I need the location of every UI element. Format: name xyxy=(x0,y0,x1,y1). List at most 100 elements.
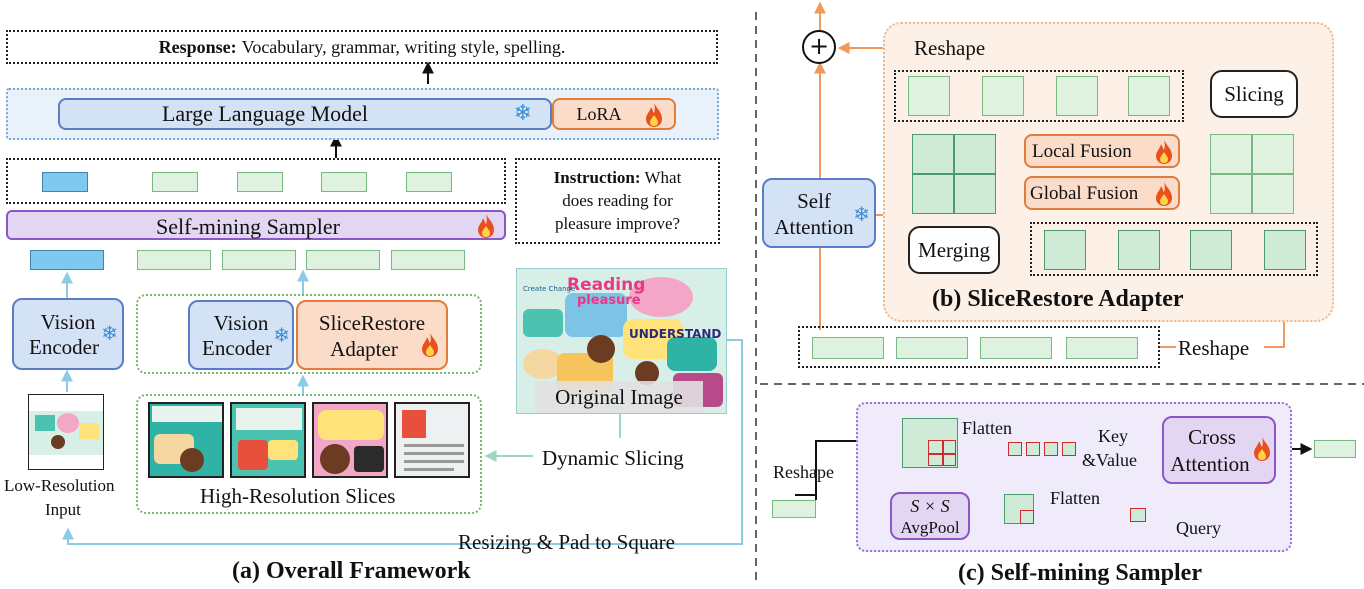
kv-token-3 xyxy=(1044,442,1058,456)
slicing-box: Slicing xyxy=(1210,70,1298,118)
feature-grid-left-4 xyxy=(954,174,996,214)
merge-input-tokens-row xyxy=(1030,222,1318,276)
adapter-input-token-4 xyxy=(1066,337,1138,359)
snowflake-icon: ❄ xyxy=(853,204,870,226)
poster-title-2: pleasure xyxy=(577,293,641,308)
response-text: Vocabulary, grammar, writing style, spel… xyxy=(241,36,566,57)
self-attention-box: Self Attention ❄ xyxy=(762,178,876,248)
reshape-bottom-label: Reshape xyxy=(1178,336,1250,360)
slicerestore-line2: Adapter xyxy=(330,337,398,361)
low-res-label-line2: Input xyxy=(45,500,81,519)
adapter-input-token-1 xyxy=(812,337,884,359)
fire-icon xyxy=(1156,140,1172,164)
flatten-top-label: Flatten xyxy=(962,418,1012,438)
reshape-top-label: Reshape xyxy=(914,36,986,60)
restored-token-2 xyxy=(982,76,1024,116)
local-fusion-box: Local Fusion xyxy=(1024,134,1180,168)
reshape-label: Reshape xyxy=(773,462,834,482)
flatten-bottom-label: Flatten xyxy=(1050,488,1100,508)
high-res-slices-label: High-Resolution Slices xyxy=(200,484,396,508)
feature-grid-right-4 xyxy=(1252,174,1294,214)
query-token xyxy=(1130,508,1146,522)
response-label: Response: xyxy=(158,36,237,57)
slice-encoder-group xyxy=(136,294,482,374)
adapter-input-tokens-row xyxy=(798,326,1160,368)
self-attention-line1: Self xyxy=(797,189,831,213)
instruction-line-2: does reading for xyxy=(562,191,673,210)
response-box: Response: Vocabulary, grammar, writing s… xyxy=(6,30,718,64)
slicing-label: Slicing xyxy=(1224,81,1284,106)
avgpool-line2: AvgPool xyxy=(900,518,960,537)
panel-c-title: (c) Self-mining Sampler xyxy=(958,560,1202,586)
adapter-input-token-3 xyxy=(980,337,1052,359)
restored-token-3 xyxy=(1056,76,1098,116)
lora-box: LoRA xyxy=(552,98,676,130)
high-res-slices-group xyxy=(136,394,482,514)
kv-token-4 xyxy=(1062,442,1076,456)
poster-understand: UNDERSTAND xyxy=(629,327,722,341)
dynamic-slicing-label: Dynamic Slicing xyxy=(542,446,684,470)
feature-grid-left-3 xyxy=(912,174,954,214)
token-top-2 xyxy=(237,172,283,192)
value-label: &Value xyxy=(1082,450,1137,470)
token-blue-bottom xyxy=(30,250,104,270)
merging-box: Merging xyxy=(908,226,1000,274)
merge-token-3 xyxy=(1190,230,1232,270)
fire-icon xyxy=(646,103,662,127)
global-fusion-box: Global Fusion xyxy=(1024,176,1180,210)
merging-label: Merging xyxy=(918,237,990,262)
avgpool-box: S × S AvgPool xyxy=(890,492,970,540)
sampler-label: Self-mining Sampler xyxy=(156,214,340,239)
snowflake-icon: ❄ xyxy=(101,323,118,345)
feature-grid-left-2 xyxy=(954,134,996,174)
slicerestore-line1: SliceRestore xyxy=(318,311,426,335)
vision-encoder-left-line2: Encoder xyxy=(29,335,99,359)
low-res-label-line1: Low-Resolution xyxy=(4,476,115,495)
original-image-label: Original Image xyxy=(555,384,683,409)
kv-token-2 xyxy=(1026,442,1040,456)
vision-encoder-left: Vision Encoder ❄ xyxy=(12,298,124,370)
resizing-label: Resizing & Pad to Square xyxy=(458,530,675,554)
vision-encoder-right-line2: Encoder xyxy=(202,336,272,360)
local-fusion-label: Local Fusion xyxy=(1032,141,1132,162)
original-image-caption: Original Image xyxy=(535,381,703,413)
plus-circle: + xyxy=(802,30,836,64)
token-top-1 xyxy=(152,172,198,192)
token-bottom-1 xyxy=(137,250,211,270)
slice-thumbnail-4 xyxy=(394,402,470,478)
token-blue-top xyxy=(42,172,88,192)
self-mining-sampler-box: Self-mining Sampler xyxy=(6,210,506,240)
vision-encoder-right-line1: Vision xyxy=(213,311,269,335)
token-bottom-3 xyxy=(306,250,380,270)
fire-icon xyxy=(1156,182,1172,206)
cross-attention-box: Cross Attention xyxy=(1162,416,1276,484)
global-fusion-label: Global Fusion xyxy=(1030,183,1139,204)
slice-thumbnail-2 xyxy=(230,402,306,478)
slicerestore-adapter-box: SliceRestore Adapter xyxy=(296,300,448,370)
cross-attention-line1: Cross xyxy=(1188,425,1236,449)
vision-encoder-left-line1: Vision xyxy=(40,310,96,334)
llm-label: Large Language Model xyxy=(161,101,369,126)
merge-token-1 xyxy=(1044,230,1086,270)
panel-a-title: (a) Overall Framework xyxy=(232,558,471,584)
token-top-4 xyxy=(406,172,452,192)
key-label: Key xyxy=(1098,426,1128,446)
original-image: Reading pleasure Create Change UNDERSTAN… xyxy=(516,268,727,414)
feature-grid-right-2 xyxy=(1252,134,1294,174)
avgpool-line1: S × S xyxy=(910,496,950,516)
pooled-map xyxy=(1004,494,1034,524)
sampler-input-token xyxy=(772,500,816,518)
token-bottom-2 xyxy=(222,250,296,270)
panel-b-title: (b) SliceRestore Adapter xyxy=(932,286,1184,312)
poster-logo: Create Change xyxy=(523,285,576,293)
instruction-label: Instruction: xyxy=(553,168,641,187)
fire-icon xyxy=(1254,437,1270,461)
kv-token-1 xyxy=(1008,442,1022,456)
token-bottom-4 xyxy=(391,250,465,270)
feature-grid-right-3 xyxy=(1210,174,1252,214)
restored-token-1 xyxy=(908,76,950,116)
merge-token-2 xyxy=(1118,230,1160,270)
instruction-box: Instruction: What does reading for pleas… xyxy=(515,158,720,244)
poster-title-1: Reading xyxy=(567,275,646,295)
feature-grid-right-1 xyxy=(1210,134,1252,174)
